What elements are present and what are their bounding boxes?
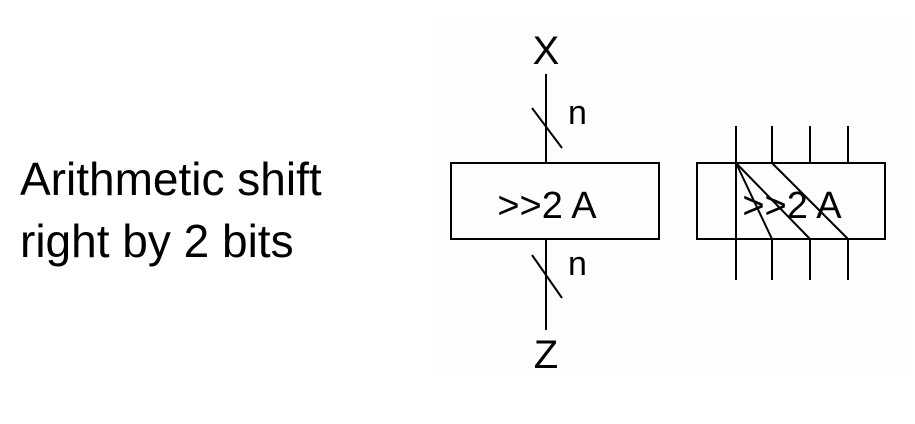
input-label-x: X: [533, 29, 560, 73]
caption: Arithmetic shift right by 2 bits: [20, 148, 322, 272]
input-bit-wires: [735, 126, 849, 163]
output-bus-width-label: n: [568, 245, 587, 283]
diagram-background: [437, 16, 907, 376]
caption-line-1: Arithmetic shift: [20, 153, 322, 205]
expanded-shifter-symbol: >>2 A: [696, 126, 886, 280]
shifter-symbol: X n >>2 A n Z: [450, 29, 660, 377]
caption-line-2: right by 2 bits: [20, 215, 294, 267]
expanded-shifter-block: [696, 162, 886, 240]
shifter-block-label: >>2 A: [497, 185, 597, 227]
shifter-block: [450, 162, 660, 240]
output-label-z: Z: [534, 333, 558, 377]
bit-shift-path: [771, 162, 849, 240]
input-bus-width-label: n: [568, 94, 587, 132]
sign-bit-shift-path: [735, 162, 811, 240]
output-bit-wires: [735, 239, 849, 280]
bit-shift-mappings: [735, 162, 849, 240]
input-bus-width-slash: [531, 107, 563, 149]
output-bus-width-slash: [531, 254, 563, 299]
sign-bit-extension-path: [735, 162, 773, 240]
